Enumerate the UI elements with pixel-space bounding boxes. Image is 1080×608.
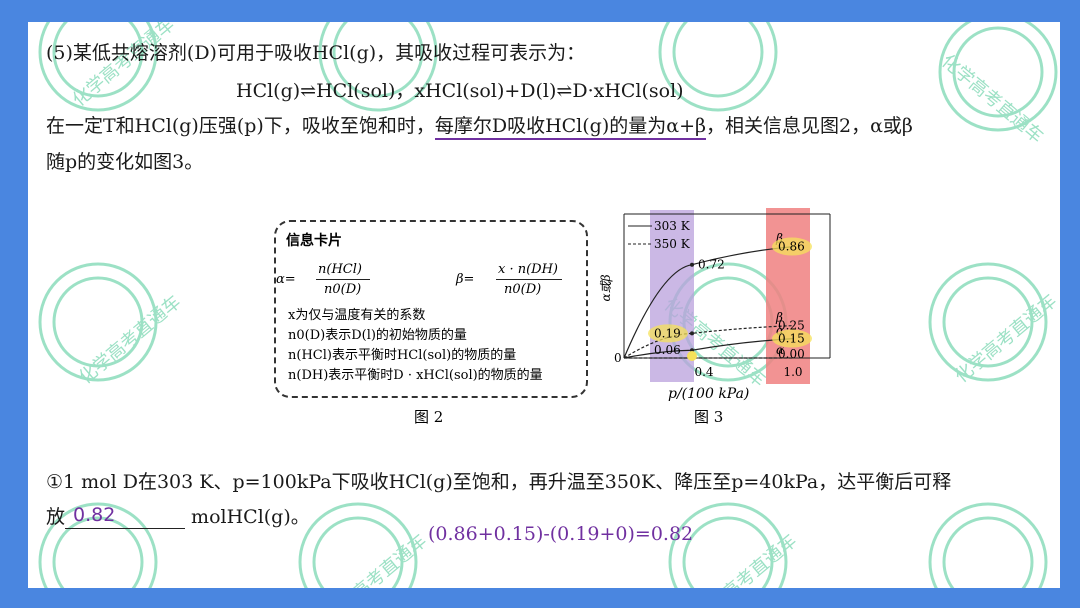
info-line: x为仅与温度有关的系数 bbox=[288, 308, 426, 323]
question-line-1: ①1 mol D在303 K、p=100kPa下吸收HCl(g)至饱和，再升温至… bbox=[46, 471, 952, 493]
condition-line-2: 随p的变化如图3。 bbox=[46, 151, 204, 173]
data-point bbox=[690, 262, 694, 267]
value-label: 0.72 bbox=[698, 258, 725, 272]
watermark-text: 化学高考直通车 bbox=[691, 530, 801, 588]
origin-label: 0 bbox=[614, 351, 622, 365]
info-card-lines: x为仅与温度有关的系数 n0(D)表示D(l)的初始物质的量 n(HCl)表示平… bbox=[288, 306, 543, 386]
data-point bbox=[690, 331, 694, 336]
legend-label-350: 350 K bbox=[654, 237, 691, 251]
answer-value: 0.82 bbox=[73, 504, 116, 526]
watermark-text: 化学高考直通车 bbox=[69, 22, 179, 111]
fraction-bar bbox=[316, 279, 370, 280]
value-label: 0.15 bbox=[778, 332, 805, 346]
alpha-formula: α= n(HCl) n0(D) bbox=[276, 262, 386, 302]
watermark-text: 化学高考直通车 bbox=[937, 51, 1047, 148]
figure-3-caption: 图 3 bbox=[694, 408, 724, 426]
series-label: α bbox=[776, 324, 784, 338]
beta-symbol: β= bbox=[456, 272, 475, 287]
beta-formula: β= x · n(DH) n0(D) bbox=[456, 262, 576, 302]
beta-numerator: x · n(DH) bbox=[498, 262, 559, 277]
watermark-text: 化学高考直通车 bbox=[321, 530, 431, 588]
highlight-ellipse bbox=[648, 324, 688, 343]
x-tick-label: 0.4 bbox=[694, 365, 713, 379]
x-axis-label: p/(100 kPa) bbox=[668, 386, 750, 402]
figure-3-chart: 303 K 350 K ββαα0.720.860.190.250.060.15… bbox=[599, 208, 831, 384]
alpha-symbol: α= bbox=[276, 272, 296, 287]
value-label: 0.00 bbox=[778, 347, 805, 361]
watermark-text: 化学高考直通车 bbox=[75, 292, 185, 389]
answer-blank[interactable]: 0.82 bbox=[65, 504, 186, 529]
condition-line: 在一定T和HCl(g)压强(p)下，吸收至饱和时，每摩尔D吸收HCl(g)的量为… bbox=[46, 111, 913, 140]
red-band bbox=[766, 208, 810, 384]
condition-highlight: 每摩尔D吸收HCl(g)的量为α+β bbox=[434, 115, 706, 140]
info-card-title: 信息卡片 bbox=[286, 233, 342, 249]
question-line-2: 放 0.82 molHCl(g)。 bbox=[46, 502, 310, 529]
beta-denominator: n0(D) bbox=[504, 282, 542, 297]
watermark-text: 化学高考直通车 bbox=[951, 290, 1060, 387]
highlight-dot bbox=[687, 351, 697, 361]
value-label: 0.25 bbox=[778, 319, 805, 333]
figure-2-caption: 图 2 bbox=[414, 408, 444, 426]
solution-text: (0.86+0.15)-(0.19+0)=0.82 bbox=[428, 523, 694, 545]
info-line: n(DH)表示平衡时D · xHCl(sol)的物质的量 bbox=[288, 368, 543, 383]
question-suffix: molHCl(g)。 bbox=[185, 506, 310, 528]
value-label: 0.86 bbox=[778, 240, 805, 254]
info-line: n(HCl)表示平衡时HCl(sol)的物质的量 bbox=[288, 348, 517, 363]
alpha-denominator: n0(D) bbox=[324, 282, 362, 297]
series-label: α bbox=[776, 343, 784, 357]
condition-prefix: 在一定T和HCl(g)压强(p)下，吸收至饱和时， bbox=[46, 115, 435, 137]
x-tick-label: 1.0 bbox=[783, 365, 802, 379]
purple-band bbox=[650, 210, 694, 382]
highlight-ellipse bbox=[772, 329, 812, 348]
fraction-bar bbox=[496, 279, 562, 280]
info-line: n0(D)表示D(l)的初始物质的量 bbox=[288, 328, 467, 343]
series-line-β-350K bbox=[623, 325, 795, 359]
alpha-numerator: n(HCl) bbox=[318, 262, 362, 277]
problem-intro: (5)某低共熔溶剂(D)可用于吸收HCl(g)，其吸收过程可表示为： bbox=[46, 42, 586, 64]
condition-suffix: ，相关信息见图2，α或β bbox=[705, 115, 913, 137]
y-axis-label: α或β bbox=[599, 274, 613, 301]
series-label: β bbox=[775, 232, 783, 246]
slide: 化学高考直通车 化学高考直通车 化学高考直通车 化学高考直通车 化学高考直通车 … bbox=[28, 22, 1060, 588]
value-label: 0.19 bbox=[654, 326, 681, 340]
legend-label-303: 303 K bbox=[654, 219, 691, 233]
reaction-equation: HCl(g)⇌HCl(sol)，xHCl(sol)+D(l)⇌D·xHCl(so… bbox=[236, 80, 684, 102]
highlight-ellipse bbox=[772, 237, 812, 256]
value-label: 0.06 bbox=[654, 343, 681, 357]
series-label: β bbox=[775, 311, 783, 325]
question-prefix: 放 bbox=[46, 506, 66, 528]
info-card: 信息卡片 α= n(HCl) n0(D) β= x · n(DH) n0(D) … bbox=[274, 220, 588, 398]
